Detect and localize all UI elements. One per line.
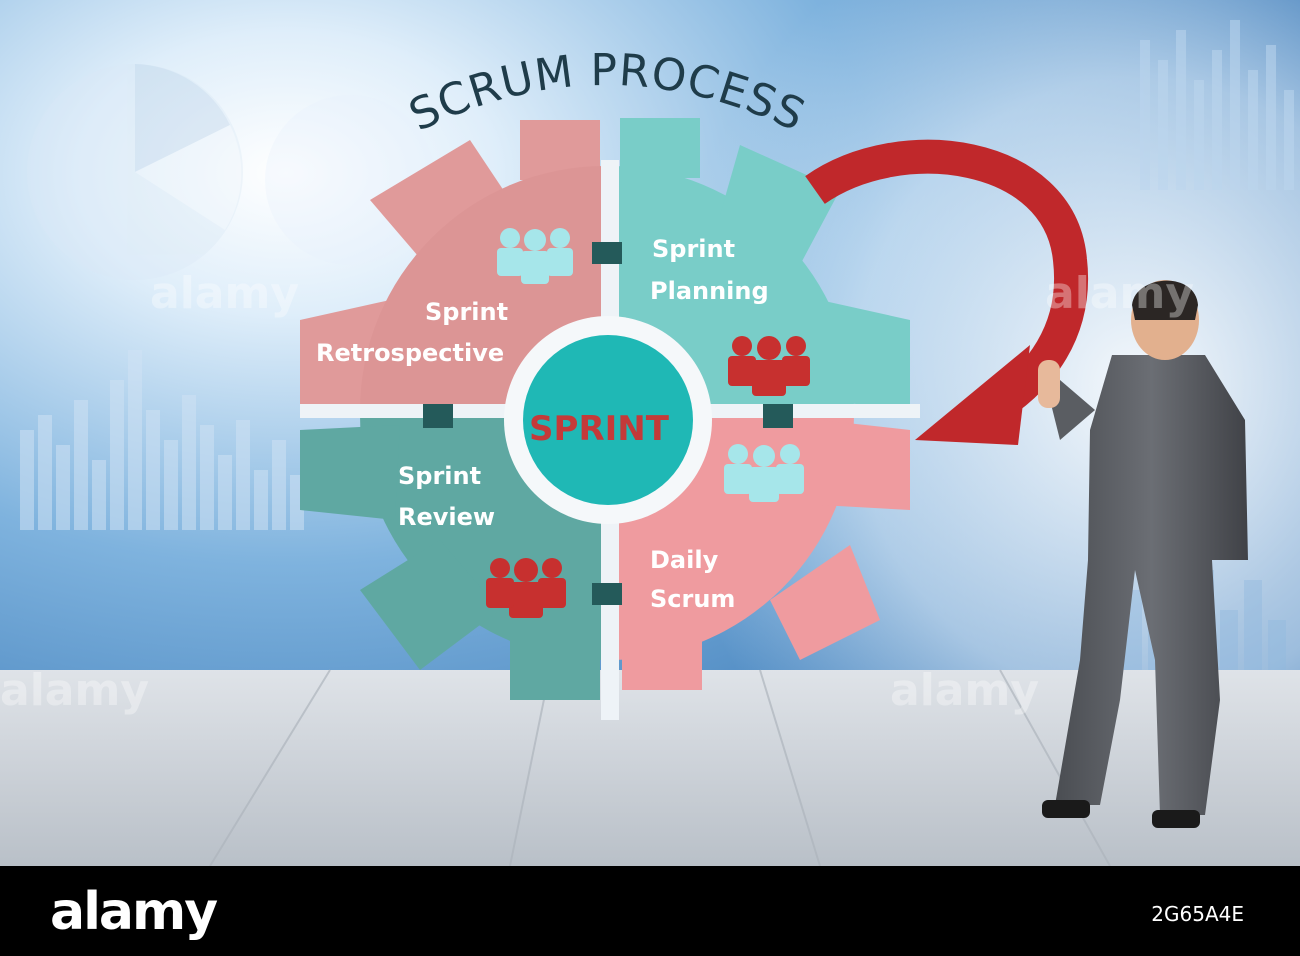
svg-text:alamy: alamy xyxy=(1045,268,1194,319)
connector-bottom xyxy=(592,583,622,605)
stage-retrospective-line2: Retrospective xyxy=(316,339,504,367)
footer-brand-logo[interactable]: alamy xyxy=(50,882,218,942)
stage-daily-scrum-line1: Daily xyxy=(650,546,719,574)
svg-text:alamy: alamy xyxy=(0,665,149,716)
footer-bar: alamy 2G65A4E xyxy=(0,866,1300,956)
stage-retrospective-line1: Sprint xyxy=(425,298,508,326)
stage-daily-scrum-line2: Scrum xyxy=(650,585,735,613)
team-icon xyxy=(486,558,566,618)
stage-planning-line2: Planning xyxy=(650,277,769,305)
svg-text:alamy: alamy xyxy=(150,268,299,319)
background-bar-grid-right xyxy=(1140,20,1294,190)
background-bar-grid-left xyxy=(20,350,304,530)
stage-review-line1: Sprint xyxy=(398,462,481,490)
floor-tile-lines xyxy=(209,669,1111,866)
floor xyxy=(0,670,1300,866)
stage-planning-line1: Sprint xyxy=(652,235,735,263)
diagram-title-text: SCRUM PROCESS xyxy=(402,45,812,142)
businessman xyxy=(1038,280,1248,828)
background-pie-chart xyxy=(27,64,243,280)
team-icon xyxy=(497,228,573,284)
diagram-title: SCRUM PROCESS xyxy=(402,45,813,142)
team-icon xyxy=(728,336,810,396)
center-circle xyxy=(523,335,693,505)
connector-left xyxy=(423,404,453,428)
connector-top xyxy=(592,242,622,264)
watermark: alamy alamy alamy alamy xyxy=(0,268,1194,716)
team-icon xyxy=(724,444,804,502)
photo-scene: alamy alamy alamy alamy SCRUM PROCESS SP… xyxy=(0,0,1300,866)
svg-text:alamy: alamy xyxy=(890,665,1039,716)
footer-image-id: 2G65A4E xyxy=(1151,902,1244,926)
center-label: SPRINT xyxy=(529,409,670,449)
connector-right xyxy=(763,404,793,428)
stage-review-line2: Review xyxy=(398,503,495,531)
